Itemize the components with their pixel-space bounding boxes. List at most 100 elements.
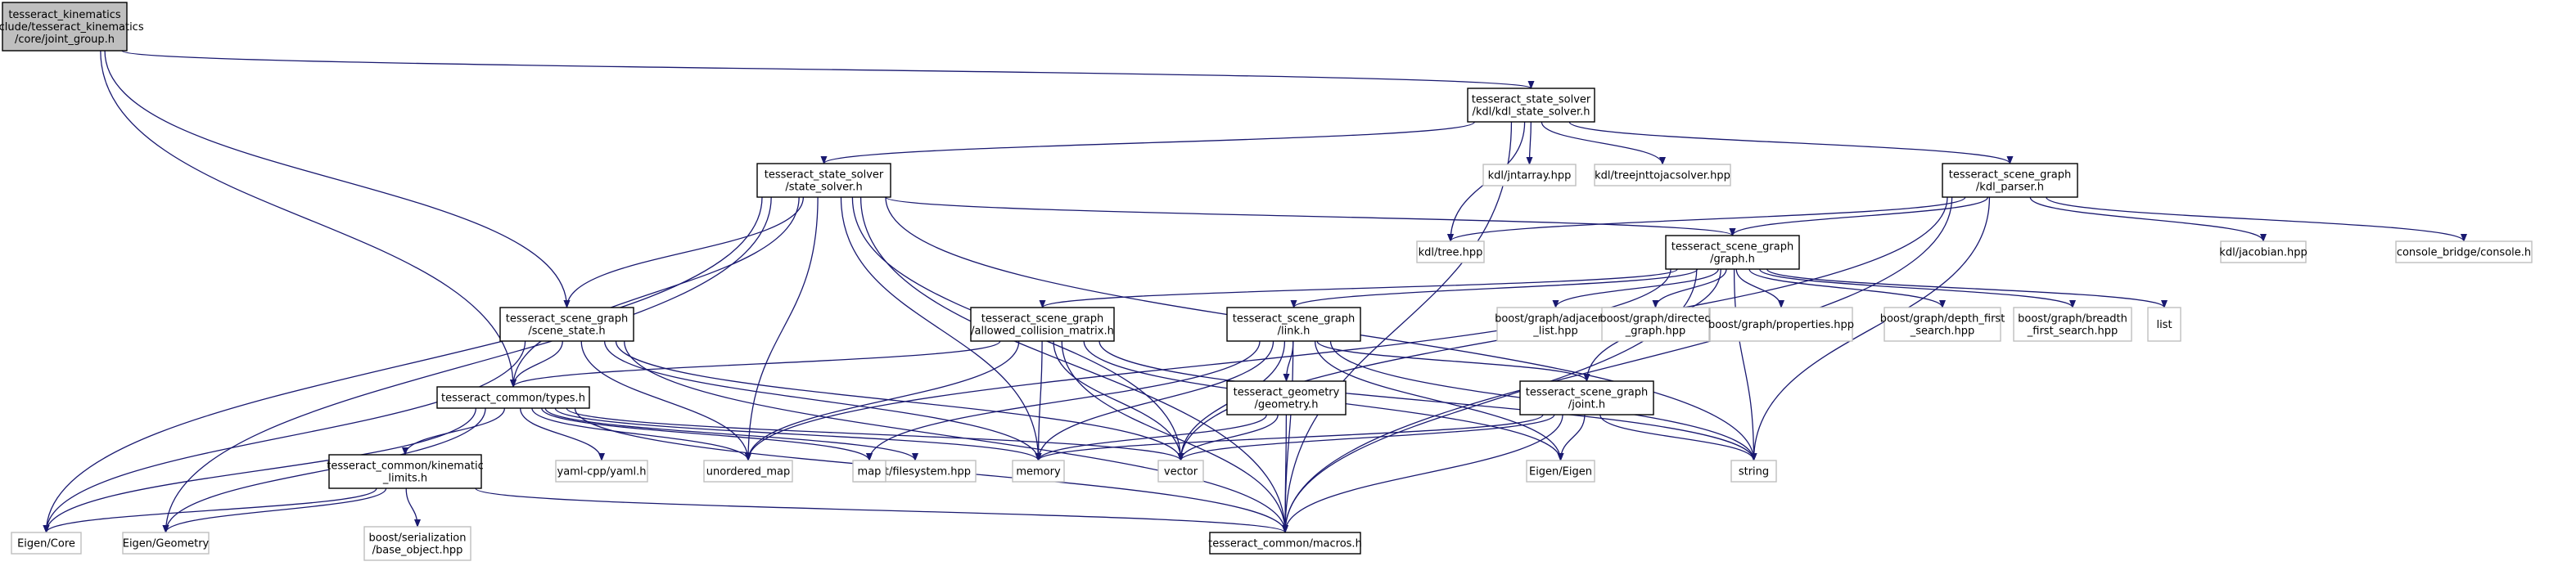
node-label: tesseract_scene_graph [506, 313, 628, 326]
node-vector[interactable]: vector [1157, 460, 1204, 483]
node-label: tesseract_common/macros.h [1208, 538, 1362, 550]
edge-kdl-state-solver-to-state-solver [820, 121, 1476, 164]
edge-types-to-vector [566, 407, 1184, 461]
edge-scene-state-to-memory [603, 340, 1042, 461]
node-box [1601, 307, 1710, 342]
node-acm[interactable]: tesseract_scene_graph/allowed_collision_… [970, 307, 1115, 342]
edge-scene-state-to-macros [624, 340, 1288, 533]
edge-graph-to-acm [1039, 268, 1678, 308]
node-box [756, 163, 891, 198]
node-label: _graph.hpp [1625, 326, 1685, 338]
node-unordered-map[interactable]: unordered_map [703, 460, 793, 483]
node-label: boost/graph/depth_first [1880, 313, 2005, 326]
edge-kdl-parser-to-console [2046, 196, 2467, 242]
node-label: /core/joint_group.h [15, 34, 115, 46]
node-eigen-eigen[interactable]: Eigen/Eigen [1526, 460, 1595, 483]
node-label: boost/filesystem.hpp [859, 466, 971, 478]
node-list[interactable]: list [2147, 307, 2181, 342]
edge-link-to-map [866, 340, 1261, 461]
edge-types-to-unordered-map [531, 407, 751, 461]
edge-kdl-state-solver-to-kdl-parser [1568, 121, 2014, 164]
edge-state-solver-to-eigen-geometry [162, 196, 772, 533]
node-kdl-treejnttojac[interactable]: kdl/treejnttojacsolver.hpp [1594, 164, 1731, 186]
edge-link-to-memory [1035, 340, 1274, 461]
node-label: console_bridge/console.h [2397, 247, 2531, 259]
node-geometry[interactable]: tesseract_geometry/geometry.h [1226, 380, 1347, 416]
node-label: tesseract_common/types.h [441, 393, 585, 405]
node-eigen-geometry[interactable]: Eigen/Geometry [122, 532, 210, 555]
node-box [970, 307, 1115, 342]
node-adjacency[interactable]: boost/graph/adjacency_list.hpp [1495, 307, 1617, 342]
edge-scene-state-to-eigen-core [43, 340, 526, 533]
node-box [1226, 380, 1347, 416]
edge-state-solver-to-eigen-core [43, 196, 763, 533]
node-yaml[interactable]: yaml-cpp/yaml.h [555, 460, 648, 483]
node-kdl-state-solver[interactable]: tesseract_state_solver/kdl/kdl_state_sol… [1467, 88, 1595, 123]
node-label: memory [1016, 466, 1061, 478]
node-label: tesseract_scene_graph [1671, 241, 1793, 254]
node-link[interactable]: tesseract_scene_graph/link.h [1226, 307, 1361, 342]
edge-kdl-parser-to-kdl-tree [1447, 196, 1966, 242]
node-label: tesseract_common/kinematic [327, 460, 484, 473]
node-kdl-jntarray[interactable]: kdl/jntarray.hpp [1482, 164, 1577, 186]
node-directed[interactable]: boost/graph/directed_graph.hpp [1599, 307, 1712, 342]
node-kdl-parser[interactable]: tesseract_scene_graph/kdl_parser.h [1942, 163, 2078, 198]
edge-kdl-parser-to-string [1750, 196, 1991, 461]
node-box [1226, 307, 1361, 342]
node-types[interactable]: tesseract_common/types.h [436, 386, 590, 409]
node-label: list [2156, 319, 2172, 331]
node-box [1884, 307, 2001, 342]
node-label: boost/graph/directed [1599, 313, 1711, 326]
node-boost-serial[interactable]: boost/serialization/base_object.hpp [363, 526, 471, 561]
edge-types-to-kin-limits [402, 407, 506, 456]
edge-state-solver-to-graph [885, 196, 1736, 236]
edge-types-to-yaml [519, 407, 605, 461]
edge-geometry-to-vector [1177, 414, 1279, 461]
node-box [1012, 460, 1065, 483]
node-label: vector [1164, 466, 1198, 478]
node-depth-first[interactable]: boost/graph/depth_first_search.hpp [1880, 307, 2005, 342]
edge-types-to-eigen-core [43, 407, 477, 533]
edge-graph-to-properties [1735, 268, 1784, 308]
node-string[interactable]: string [1730, 460, 1777, 483]
node-kdl-jacobian[interactable]: kdl/jacobian.hpp [2219, 240, 2308, 263]
node-graph[interactable]: tesseract_scene_graph/graph.h [1665, 235, 1800, 270]
node-kdl-tree[interactable]: kdl/tree.hpp [1416, 240, 1485, 263]
node-kin-limits[interactable]: tesseract_common/kinematic_limits.h [327, 454, 484, 489]
node-scene-state[interactable]: tesseract_scene_graph/scene_state.h [499, 307, 634, 342]
edge-kin-limits-to-boost-serial [405, 487, 421, 528]
node-label: boost/graph/properties.hpp [1708, 319, 1854, 331]
node-box [328, 454, 482, 489]
node-label: tesseract_state_solver [1472, 94, 1591, 106]
edge-acm-to-string [1099, 340, 1757, 461]
edge-kdl-state-solver-to-kdl-treejnttojac [1541, 121, 1666, 165]
node-label: /base_object.hpp [372, 545, 463, 557]
node-label: kdl/tree.hpp [1419, 247, 1483, 259]
file-nodes: tesseract_kinematics/include/tesseract_k… [0, 2, 2533, 561]
node-console[interactable]: console_bridge/console.h [2395, 240, 2533, 263]
node-box [2395, 240, 2533, 263]
edge-state-solver-to-memory [840, 196, 1042, 461]
node-properties[interactable]: boost/graph/properties.hpp [1708, 307, 1854, 342]
edge-joint-to-memory [1035, 414, 1544, 461]
node-label: /scene_state.h [528, 326, 605, 338]
node-state-solver[interactable]: tesseract_state_solver/state_solver.h [756, 163, 891, 198]
node-joint[interactable]: tesseract_scene_graph/joint.h [1519, 380, 1654, 416]
node-label: Eigen/Eigen [1529, 466, 1592, 478]
node-label: /kdl/kdl_state_solver.h [1472, 106, 1590, 119]
edge-scene-state-to-unordered-map [580, 340, 751, 461]
edge-joint-to-macros [1282, 414, 1563, 533]
node-label: /graph.h [1710, 254, 1755, 266]
node-memory[interactable]: memory [1012, 460, 1065, 483]
node-eigen-core[interactable]: Eigen/Core [11, 532, 82, 555]
node-joint-group[interactable]: tesseract_kinematics/include/tesseract_k… [0, 2, 144, 52]
node-label: tesseract_scene_graph [1233, 313, 1355, 326]
node-box [1526, 460, 1595, 483]
edge-state-solver-to-scene-state [563, 196, 805, 308]
node-macros[interactable]: tesseract_common/macros.h [1208, 532, 1362, 555]
node-map[interactable]: map [852, 460, 886, 483]
node-box [363, 526, 471, 561]
node-box [1519, 380, 1654, 416]
node-breadth-first[interactable]: boost/graph/breadth_first_search.hpp [2013, 307, 2132, 342]
